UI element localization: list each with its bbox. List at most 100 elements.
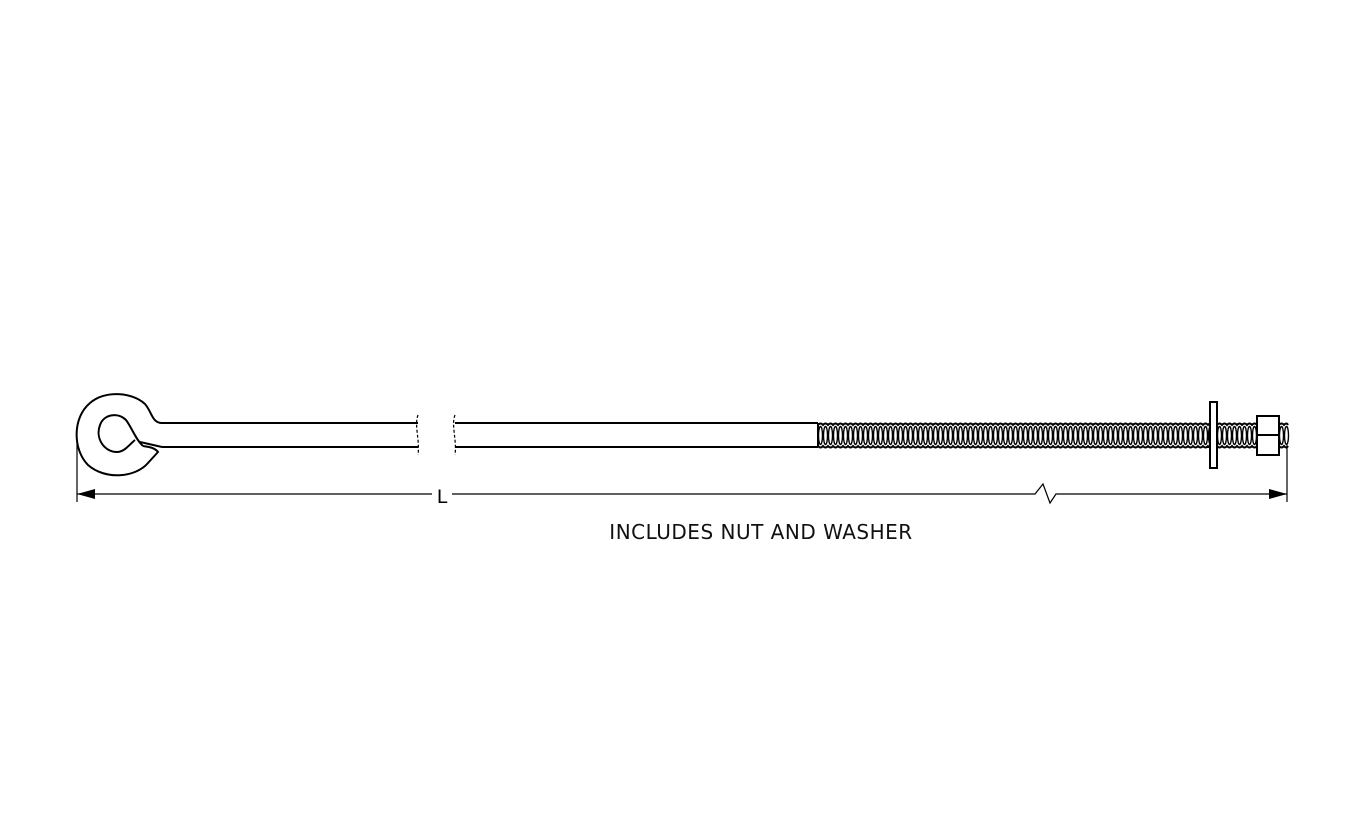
thread-ridge [1042, 425, 1049, 446]
thread-ridge [1137, 425, 1144, 446]
thread-ridge [972, 425, 979, 446]
thread-ridge [862, 425, 869, 446]
thread-ridge [1007, 425, 1014, 446]
thread-ridge [907, 425, 914, 446]
thread-ridge [1241, 425, 1248, 446]
thread-edge [1216, 422, 1258, 427]
drawing-note: INCLUDES NUT AND WASHER [609, 520, 912, 544]
arrowhead-left [77, 489, 95, 499]
thread-ridge [1062, 425, 1069, 446]
thread-ridge [1187, 425, 1194, 446]
thread-ridge [1002, 425, 1009, 446]
thread-ridge [1092, 425, 1099, 446]
thread-ridge [1177, 425, 1184, 446]
thread-edge [1216, 444, 1258, 449]
dimension-line: L [76, 440, 1288, 508]
thread-ridge [992, 425, 999, 446]
thread-ridge [1072, 425, 1079, 446]
thread-ridge [1236, 425, 1243, 446]
thread-ridge [872, 425, 879, 446]
thread-ridge [1037, 425, 1044, 446]
thread-ridge [1122, 425, 1129, 446]
thread-ridge [897, 425, 904, 446]
thread-ridge [837, 425, 844, 446]
thread-ridge [1162, 425, 1169, 446]
thread-ridge [832, 425, 839, 446]
break-line-left [415, 414, 420, 456]
thread-ridge [1047, 425, 1054, 446]
thread-ridge [1017, 425, 1024, 446]
thread-ridge [1117, 425, 1124, 446]
thread-ridge [1251, 425, 1258, 446]
thread-ridge [842, 425, 849, 446]
thread-ridge [1052, 425, 1059, 446]
thread-ridge [1082, 425, 1089, 446]
thread-ridge [1107, 425, 1114, 446]
thread-ridge [947, 425, 954, 446]
thread-ridge [912, 425, 919, 446]
thread-ridge [937, 425, 944, 446]
thread-ridge [867, 425, 874, 446]
thread-ridge [922, 425, 929, 446]
thread-ridge [1142, 425, 1149, 446]
thread-ridge [847, 425, 854, 446]
arrowhead-right [1269, 489, 1287, 499]
thread-ridge [1012, 425, 1019, 446]
thread-ridge [952, 425, 959, 446]
thread-ridge [1283, 425, 1290, 446]
thread-ridge [1027, 425, 1034, 446]
thread-ridge [887, 425, 894, 446]
threaded-section [817, 422, 1290, 449]
thread-ridge [1097, 425, 1104, 446]
thread-ridge [982, 425, 989, 446]
thread-ridge [1077, 425, 1084, 446]
thread-ridge [1112, 425, 1119, 446]
thread-ridge [997, 425, 1004, 446]
thread-ridge [962, 425, 969, 446]
thread-ridge [1032, 425, 1039, 446]
thread-ridge [1127, 425, 1134, 446]
thread-ridge [932, 425, 939, 446]
thread-edge [817, 444, 1212, 449]
thread-ridge [1202, 425, 1209, 446]
thread-ridge [1057, 425, 1064, 446]
thread-ridge [852, 425, 859, 446]
washer [1209, 401, 1218, 469]
thread-ridge [1132, 425, 1139, 446]
thread-ridge [1246, 425, 1253, 446]
thread-ridge [1147, 425, 1154, 446]
thread-ridge [1087, 425, 1094, 446]
bolt-shaft [162, 414, 819, 456]
thread-ridge [1157, 425, 1164, 446]
thread-ridge [817, 425, 824, 446]
thread-ridge [1221, 425, 1228, 446]
thread-ridge [927, 425, 934, 446]
thread-ridge [957, 425, 964, 446]
thread-edge [817, 422, 1212, 427]
thread-ridge [1226, 425, 1233, 446]
thread-edge [1278, 422, 1289, 427]
thread-ridge [917, 425, 924, 446]
dimension-label: L [437, 486, 448, 508]
thread-ridge [977, 425, 984, 446]
thread-ridge [1216, 425, 1223, 446]
thread-ridge [827, 425, 834, 446]
thread-ridge [987, 425, 994, 446]
thread-ridge [1102, 425, 1109, 446]
thread-ridge [892, 425, 899, 446]
thread-ridge [1231, 425, 1238, 446]
thread-ridge [1067, 425, 1074, 446]
thread-ridge [1022, 425, 1029, 446]
thread-ridge [967, 425, 974, 446]
nut [1256, 415, 1280, 456]
thread-ridge [1192, 425, 1199, 446]
eye-loop [75, 393, 163, 477]
thread-ridge [1278, 425, 1285, 446]
thread-ridge [877, 425, 884, 446]
thread-ridge [1182, 425, 1189, 446]
thread-ridge [1167, 425, 1174, 446]
thread-ridge [902, 425, 909, 446]
thread-ridge [1197, 425, 1204, 446]
thread-ridge [942, 425, 949, 446]
